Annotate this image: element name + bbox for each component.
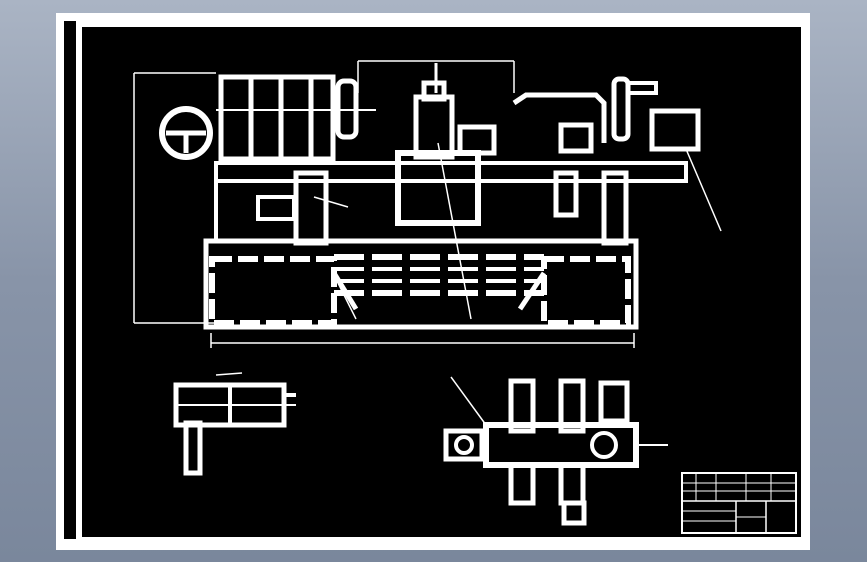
handwheel-icon bbox=[159, 106, 213, 160]
drawing-frame bbox=[82, 27, 801, 537]
main-elevation-view[interactable] bbox=[133, 60, 722, 348]
plan-view[interactable] bbox=[443, 376, 668, 526]
drawing-sheet[interactable] bbox=[56, 13, 810, 550]
title-block[interactable] bbox=[681, 472, 797, 534]
binding-strip bbox=[64, 21, 76, 539]
detail-view-left[interactable] bbox=[173, 372, 296, 476]
drawing-canvas[interactable] bbox=[56, 13, 810, 550]
